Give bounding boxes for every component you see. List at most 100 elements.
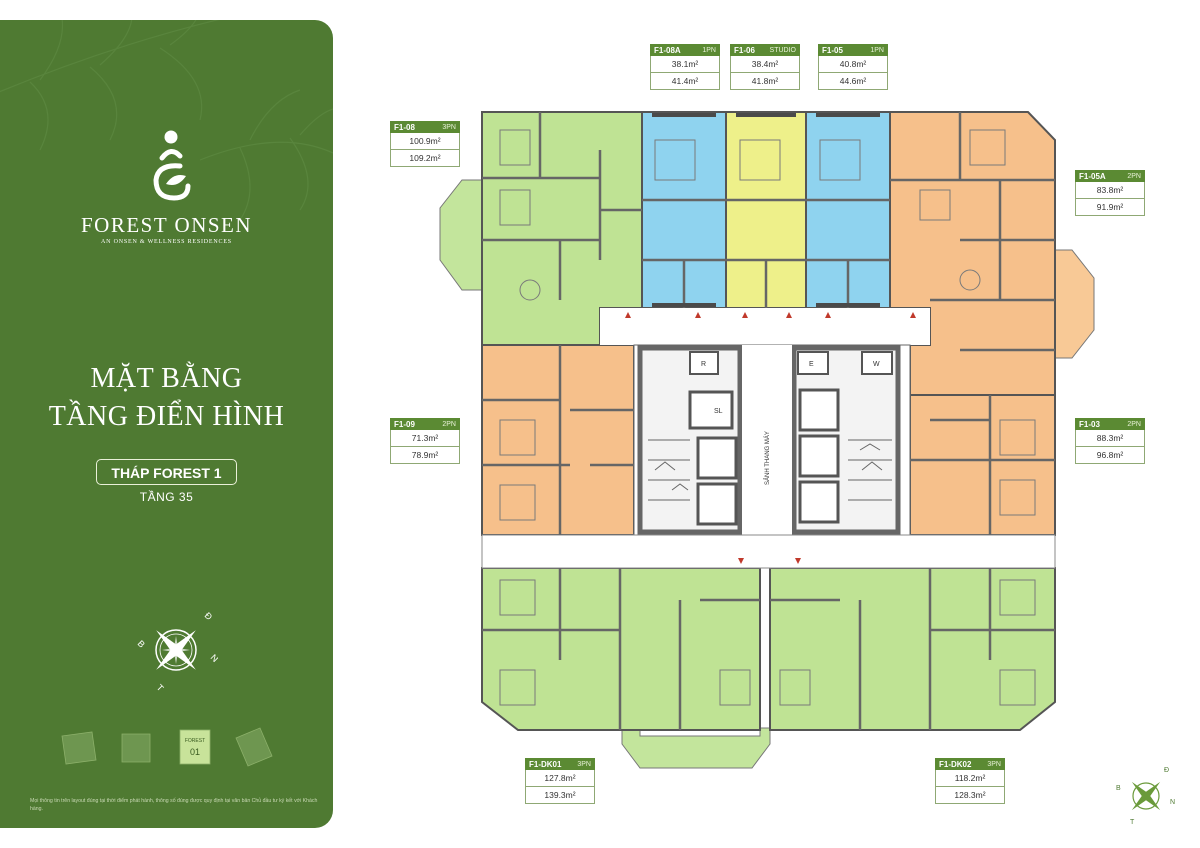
area-unit: m² [768,76,779,86]
core-label-e: E [809,361,814,368]
unit-area-net: 88.3 [1096,433,1114,443]
area-unit: m² [1113,433,1124,443]
leaf-pattern-background [0,20,333,221]
minimap-forest-number: 01 [190,747,200,757]
unit-area-gross: 41.4 [671,76,689,86]
area-unit: m² [428,450,439,460]
unit-area-gross: 128.3 [954,790,976,800]
tower-badge: THÁP FOREST 1 [96,459,237,485]
brand-name: FOREST ONSEN [80,213,253,237]
corridor-south [481,534,1056,569]
forest-onsen-logo [153,130,191,201]
unit-f1-05a [889,111,1056,396]
unit-f1-03 [909,394,1056,536]
compass-small-south: T [1130,819,1135,826]
unit-area-gross: 139.3 [544,790,566,800]
floor-plan: R SL E W SẢNH THANG MÁY [439,111,1095,769]
area-unit: m² [975,790,986,800]
lobby-label: SẢNH THANG MÁY [764,431,771,485]
unit-id: F1-08A [654,45,681,55]
compass-label-south: T [155,682,166,692]
unit-type: STUDIO [769,46,796,54]
unit-area-gross: 109.2 [409,153,431,163]
compass-small-north: N [1170,799,1175,806]
unit-id: F1-03 [1079,419,1100,429]
core-label-sl: SL [714,408,723,415]
unit-type: 2PN [1127,172,1141,180]
page-title-line1: MẶT BẰNG [90,363,243,394]
compass-label-north: N [209,652,218,664]
compass-small-west: B [1116,785,1121,792]
unit-type: 2PN [1127,420,1141,428]
unit-id: F1-08 [394,122,415,132]
unit-id: F1-05A [1079,171,1106,181]
compass-rose-small-icon: Đ N B T [1116,767,1175,826]
area-unit: m² [428,433,439,443]
unit-id: F1-DK02 [939,759,972,769]
unit-type: 1PN [870,46,884,54]
compass-label-west: B [136,638,147,649]
unit-type: 3PN [577,760,591,768]
unit-area-net: 38.4 [751,59,769,69]
balcony-west [439,179,483,291]
lift-e1 [798,388,840,432]
unit-area-net: 71.3 [411,433,429,443]
unit-area-net: 100.9 [409,136,431,146]
unit-f1-09 [481,344,635,536]
area-unit: m² [688,59,699,69]
lift-e3 [798,480,840,524]
area-unit: m² [856,59,867,69]
core-label-r: R [701,361,706,368]
unit-area-net: 40.8 [839,59,857,69]
unit-area-gross: 41.8 [751,76,769,86]
sidebar-panel: FOREST ONSEN AN ONSEN & WELLNESS RESIDEN… [0,20,333,828]
core-label-w: W [873,361,880,368]
area-unit: m² [1113,185,1124,195]
lift-e2 [798,434,840,478]
area-unit: m² [430,136,441,146]
unit-area-net: 118.2 [954,773,976,783]
area-unit: m² [565,790,576,800]
lift-w1 [696,436,738,480]
compass-small-east: Đ [1164,767,1169,774]
unit-type: 2PN [442,420,456,428]
area-unit: m² [1113,202,1124,212]
unit-id: F1-09 [394,419,415,429]
unit-area-gross: 96.8 [1096,450,1114,460]
unit-f1-dk02 [769,567,1056,731]
unit-id: F1-DK01 [529,759,562,769]
area-unit: m² [430,153,441,163]
unit-id: F1-05 [822,45,843,55]
tower-location-minimap: FOREST 01 [61,727,273,767]
compass-rose-icon: Đ N B T [136,610,218,692]
area-unit: m² [565,773,576,783]
floor-label: TẦNG 35 [139,490,194,504]
minimap-forest-label: FOREST [185,738,205,744]
balcony-south [621,727,771,769]
service-sl [688,390,734,430]
unit-area-net: 38.1 [671,59,689,69]
unit-area-gross: 91.9 [1096,202,1114,212]
unit-area-net: 127.8 [544,773,566,783]
unit-type: 1PN [702,46,716,54]
corridor-north [600,308,930,345]
area-unit: m² [856,76,867,86]
unit-area-gross: 44.6 [839,76,857,86]
area-unit: m² [768,59,779,69]
unit-area-net: 83.8 [1096,185,1114,195]
compass-label-east: Đ [203,610,215,622]
lift-w2 [696,482,738,526]
area-unit: m² [1113,450,1124,460]
unit-type: 3PN [987,760,1001,768]
unit-id: F1-06 [734,45,755,55]
balcony-east [1054,249,1095,359]
disclaimer-note: Mọi thông tin trên layout đúng tại thời … [30,798,318,812]
